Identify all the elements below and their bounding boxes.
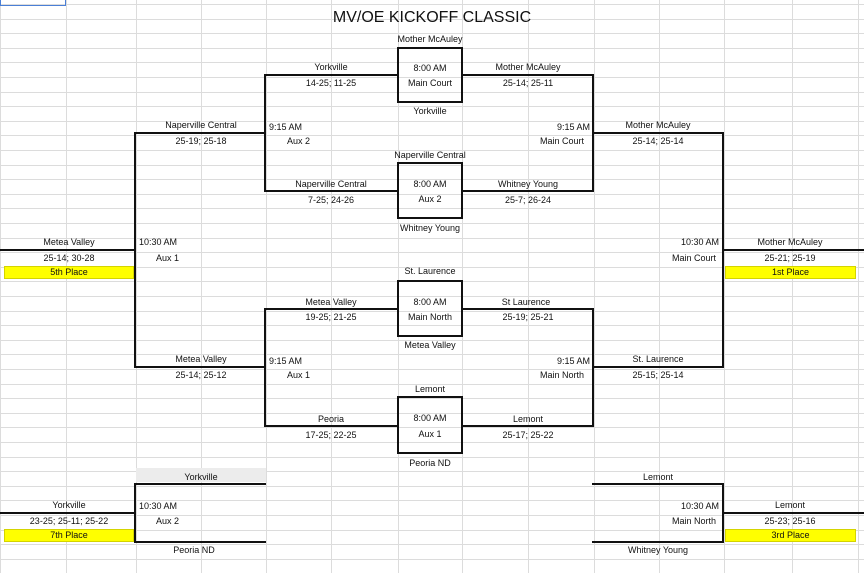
match-time[interactable]: 9:15 AM <box>269 356 303 366</box>
match-score[interactable]: 25-19; 25-18 <box>175 136 227 146</box>
team-name[interactable]: Mother McAuley <box>397 34 463 44</box>
match-score[interactable]: 7-25; 24-26 <box>307 195 355 205</box>
match-score[interactable]: 25-15; 25-14 <box>632 370 684 380</box>
match-time[interactable]: 8:00 AM <box>413 63 447 73</box>
match-court[interactable]: Main North <box>671 516 716 526</box>
sheet-title[interactable]: MV/OE KICKOFF CLASSIC <box>332 9 532 26</box>
match-court[interactable]: Aux 2 <box>156 516 180 526</box>
match-time[interactable]: 9:15 AM <box>556 356 590 366</box>
match-court[interactable]: Aux 1 <box>287 370 311 380</box>
match-score[interactable]: 19-25; 21-25 <box>305 312 357 322</box>
match-court[interactable]: Main Court <box>671 253 716 263</box>
team-name[interactable]: St Laurence <box>501 297 551 307</box>
place-badge[interactable]: 3rd Place <box>725 529 856 542</box>
match-time[interactable]: 10:30 AM <box>139 501 178 511</box>
match-score[interactable]: 23-25; 25-11; 25-22 <box>29 516 109 526</box>
team-name[interactable]: Yorkville <box>314 62 348 72</box>
match-score[interactable]: 25-7; 26-24 <box>504 195 552 205</box>
team-name[interactable]: Yorkville <box>413 106 447 116</box>
match-score[interactable]: 25-14; 25-12 <box>175 370 227 380</box>
team-name[interactable]: Peoria ND <box>173 545 215 555</box>
team-name[interactable]: Whitney Young <box>399 223 461 233</box>
match-court[interactable]: Aux 1 <box>156 253 180 263</box>
match-score[interactable]: 25-14; 25-11 <box>502 78 554 88</box>
match-court[interactable]: Main North <box>539 370 584 380</box>
team-name[interactable]: Naperville Central <box>165 120 237 130</box>
match-box-bottom-1 <box>397 280 463 337</box>
team-name[interactable]: Peoria ND <box>409 458 451 468</box>
team-name[interactable]: Mother McAuley <box>625 120 691 130</box>
team-name[interactable]: Metea Valley <box>404 340 456 350</box>
team-name[interactable]: Naperville Central <box>394 150 466 160</box>
match-court[interactable]: Main North <box>407 312 453 322</box>
match-score[interactable]: 17-25; 22-25 <box>305 430 357 440</box>
match-court[interactable]: Aux 2 <box>418 194 442 204</box>
match-score[interactable]: 25-17; 25-22 <box>502 430 554 440</box>
match-score[interactable]: 25-23; 25-16 <box>764 516 816 526</box>
match-time[interactable]: 10:30 AM <box>139 237 178 247</box>
team-name[interactable]: Mother McAuley <box>495 62 561 72</box>
match-score[interactable]: 25-14; 25-14 <box>632 136 684 146</box>
team-name[interactable]: Whitney Young <box>627 545 689 555</box>
team-name[interactable]: Metea Valley <box>175 354 227 364</box>
match-court[interactable]: Main Court <box>407 78 453 88</box>
match-time[interactable]: 9:15 AM <box>556 122 590 132</box>
match-time[interactable]: 9:15 AM <box>269 122 303 132</box>
place-badge[interactable]: 1st Place <box>725 266 856 279</box>
match-box-bottom-2 <box>397 396 463 454</box>
team-name[interactable]: Lemont <box>642 472 674 482</box>
team-name[interactable]: Lemont <box>512 414 544 424</box>
match-box-top-1 <box>397 47 463 103</box>
team-name[interactable]: Yorkville <box>52 500 86 510</box>
gray-cell <box>136 468 266 482</box>
match-score[interactable]: 14-25; 11-25 <box>305 78 357 88</box>
match-score[interactable]: 25-14; 30-28 <box>43 253 95 263</box>
team-name[interactable]: St. Laurence <box>632 354 684 364</box>
match-time[interactable]: 10:30 AM <box>680 237 719 247</box>
match-court[interactable]: Aux 1 <box>418 429 442 439</box>
team-name[interactable]: Peoria <box>317 414 345 424</box>
match-box-top-2 <box>397 162 463 219</box>
team-name[interactable]: Metea Valley <box>305 297 357 307</box>
match-time[interactable]: 8:00 AM <box>413 413 447 423</box>
team-name[interactable]: Naperville Central <box>295 179 367 189</box>
match-court[interactable]: Main Court <box>539 136 584 146</box>
place-badge[interactable]: 5th Place <box>4 266 134 279</box>
match-time[interactable]: 8:00 AM <box>413 297 447 307</box>
match-time[interactable]: 10:30 AM <box>680 501 719 511</box>
team-name[interactable]: Whitney Young <box>497 179 559 189</box>
place-badge[interactable]: 7th Place <box>4 529 134 542</box>
team-name[interactable]: Lemont <box>414 384 446 394</box>
match-score[interactable]: 25-21; 25-19 <box>764 253 816 263</box>
match-score[interactable]: 25-19; 25-21 <box>502 312 554 322</box>
selected-cell-indicator[interactable] <box>0 0 66 6</box>
team-name[interactable]: Yorkville <box>184 472 218 482</box>
team-name[interactable]: Mother McAuley <box>757 237 823 247</box>
match-court[interactable]: Aux 2 <box>287 136 311 146</box>
team-name[interactable]: St. Laurence <box>404 266 456 276</box>
team-name[interactable]: Metea Valley <box>43 237 95 247</box>
match-time[interactable]: 8:00 AM <box>413 179 447 189</box>
team-name[interactable]: Lemont <box>774 500 806 510</box>
